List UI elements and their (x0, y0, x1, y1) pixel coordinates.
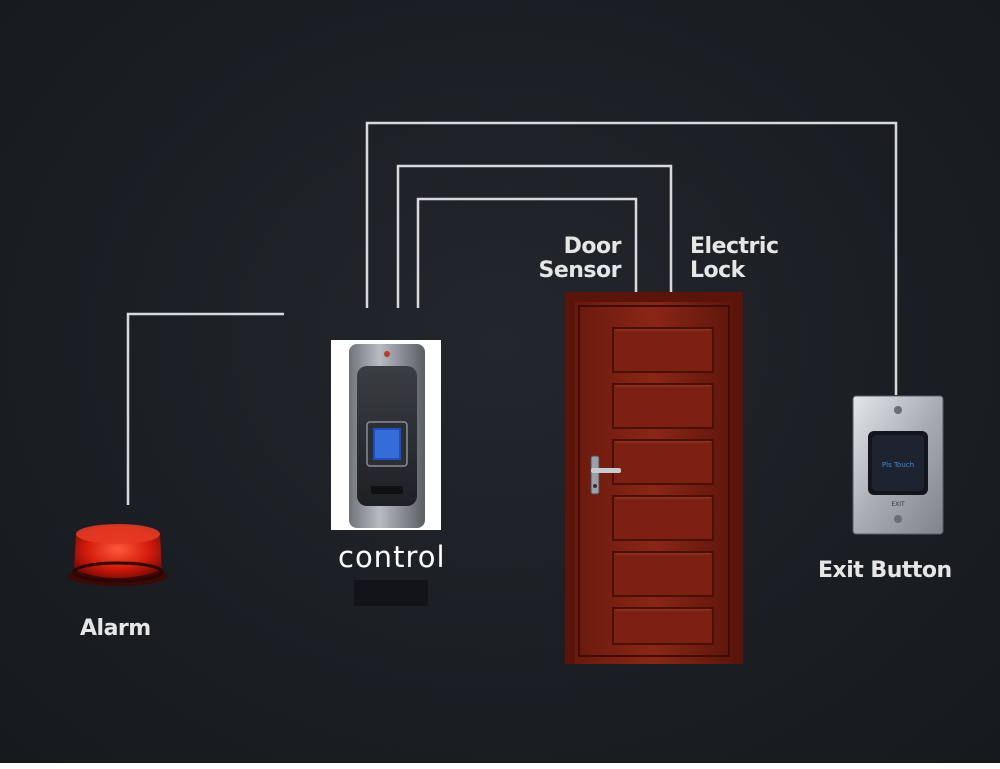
exit-button-wire (365, 121, 898, 395)
alarm-wire (126, 312, 284, 505)
exit-button-icon: Pls Touch EXIT (852, 395, 944, 535)
control-panel (331, 340, 441, 530)
door-icon (565, 292, 743, 664)
door-sensor-label: Door Sensor (500, 234, 622, 283)
control-label: control (338, 540, 446, 574)
door-sensor-label-line1: Door (563, 234, 622, 259)
electric-lock-label-line2: Lock (690, 258, 745, 283)
electric-lock-label: Electric Lock (690, 234, 779, 283)
electric-lock-wire (396, 164, 673, 308)
exit-button-label: Exit Button (818, 558, 952, 583)
fingerprint-reader-icon (349, 344, 425, 528)
exit-button-face-text: Pls Touch (882, 461, 914, 469)
electric-lock-label-line1: Electric (690, 234, 779, 259)
door-sensor-wire (416, 197, 638, 308)
exit-button-small-text: EXIT (891, 501, 905, 508)
exit-button-device: Pls Touch EXIT (852, 395, 944, 535)
alarm-beacon-icon (64, 512, 172, 592)
alarm-label: Alarm (80, 616, 151, 641)
control-shadow (354, 580, 428, 606)
door-sensor-label-line2: Sensor (538, 258, 622, 283)
